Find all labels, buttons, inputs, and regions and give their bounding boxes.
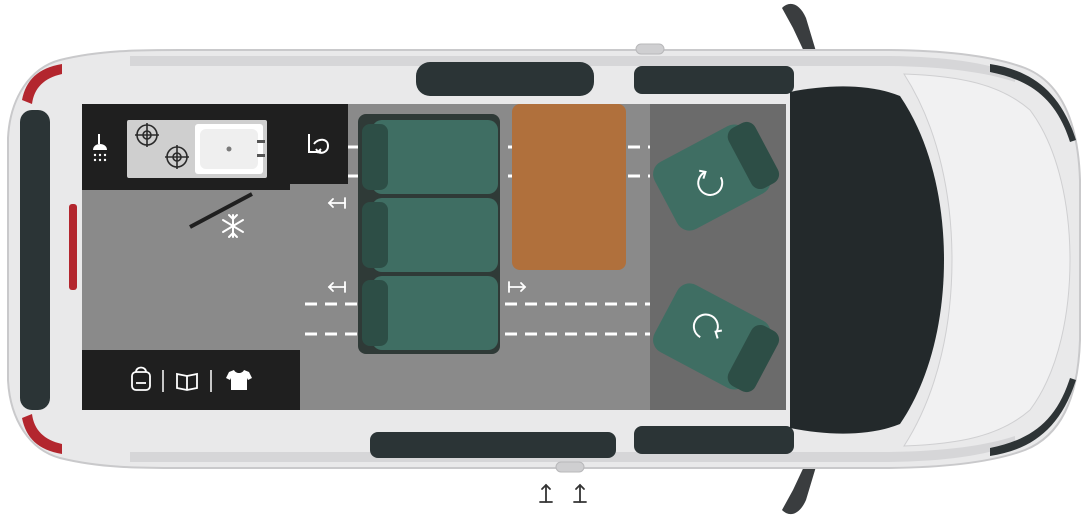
rear-bench <box>358 114 500 354</box>
door-handle-bottom <box>555 461 585 473</box>
hood <box>903 73 1071 447</box>
body-lower-band <box>130 436 1015 462</box>
kitchen-unit <box>82 104 348 238</box>
door-arrows <box>539 483 587 503</box>
bench-seat-2 <box>362 198 498 272</box>
tshirt-icon <box>226 370 252 390</box>
backpack-icon <box>131 366 151 391</box>
side-window-bottom-rear <box>370 432 616 458</box>
arrow-left-icon <box>327 281 346 293</box>
side-window-top-front <box>634 66 794 94</box>
arrow-right-icon <box>508 281 527 293</box>
body-upper-band <box>130 56 1015 82</box>
front-bumper-bottom <box>990 378 1076 456</box>
bench-seat-3 <box>362 276 498 350</box>
passenger-seat <box>653 283 780 393</box>
snowflake-icon <box>222 214 244 238</box>
rotate-clockwise-icon <box>697 169 724 196</box>
storage-unit <box>82 350 300 410</box>
book-icon <box>176 372 198 391</box>
rear-window <box>20 110 50 410</box>
table <box>512 104 626 270</box>
door-handle-top <box>635 43 665 55</box>
windscreen <box>790 86 944 434</box>
mirror-bottom <box>782 458 818 515</box>
side-window-bottom-front <box>634 426 794 454</box>
slide-arrows <box>327 197 527 293</box>
arrow-up-icon <box>573 483 587 503</box>
burner-icon <box>135 123 159 147</box>
burner-icon <box>165 145 189 169</box>
tail-light-top <box>22 64 62 104</box>
bench-seat-1 <box>362 120 498 194</box>
side-window-top-rear <box>416 62 594 96</box>
seat-fold-panel <box>290 104 348 184</box>
tail-light-bottom <box>22 414 62 454</box>
seat-fold-icon <box>308 134 330 154</box>
shower-icon <box>93 134 107 162</box>
front-bumper-top <box>990 64 1076 142</box>
storage-cabinet <box>82 350 300 410</box>
arrow-left-icon <box>327 197 346 209</box>
driver-seat <box>653 121 780 231</box>
arrow-up-icon <box>539 483 553 503</box>
sink-icon <box>195 124 265 174</box>
mirror-top <box>782 3 818 60</box>
rear-reflector <box>69 204 77 290</box>
rotate-counterclockwise-icon <box>692 313 723 339</box>
fridge-door <box>189 192 253 229</box>
